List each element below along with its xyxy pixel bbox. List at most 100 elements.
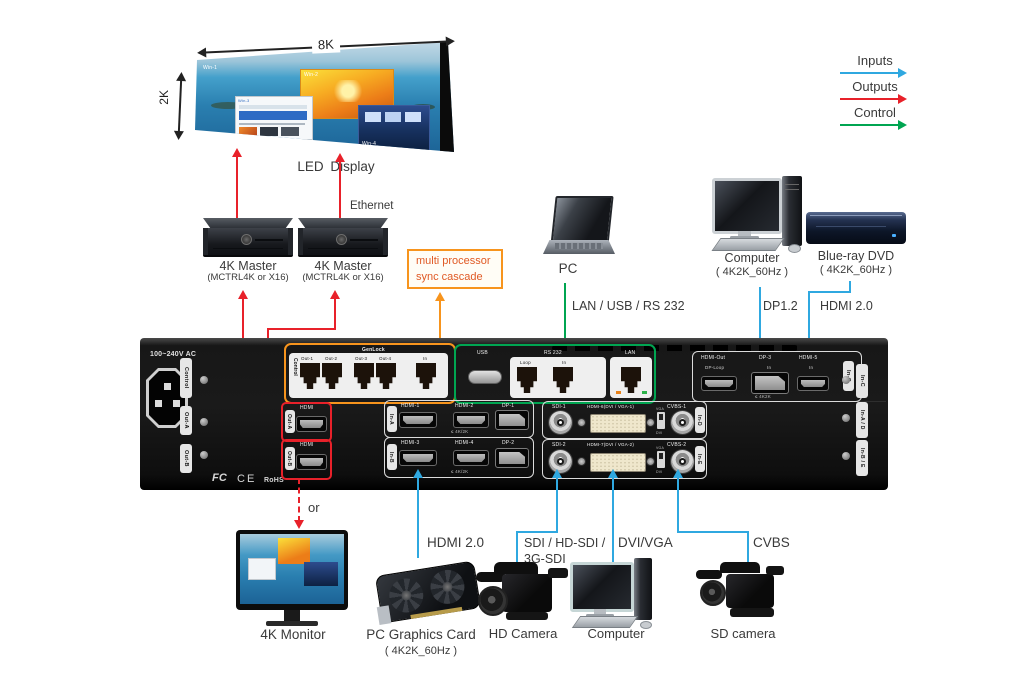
hdmi4-port: [453, 450, 489, 466]
input-line: [556, 478, 558, 533]
camera-shoulder-pad: [730, 608, 774, 617]
lan-led-orange: [616, 391, 621, 394]
in-e-tab: In-E: [695, 446, 705, 472]
cardb-note: ≤ 4K/2K: [451, 469, 469, 474]
win2-label: Win-2: [304, 72, 319, 78]
hdmi3-label: HDMI-3: [401, 440, 420, 446]
ac-power-inlet: [146, 368, 188, 428]
bluray-tray: [816, 226, 886, 227]
bnc-pin: [559, 421, 562, 424]
ethernet-label: Ethernet: [350, 200, 394, 212]
bnc-pin: [681, 421, 684, 424]
camera-lens: [700, 580, 726, 606]
hdmi-pin: [300, 420, 323, 428]
computer-top-label: Computer: [724, 251, 780, 265]
slot: [255, 239, 283, 241]
sdi2-label: SDI-2: [552, 442, 566, 448]
dp3-in-label: In: [767, 365, 772, 370]
slot: [213, 248, 283, 249]
inputs-arrow-head: [898, 68, 907, 78]
bluray-top-edge: [810, 215, 902, 216]
legend-control-label: Control: [854, 105, 896, 120]
cvbs1-label: CVBS-1: [667, 404, 687, 410]
dim-arrow-right: [445, 36, 456, 47]
rs232-label: RS 232: [544, 350, 562, 356]
input-line: [849, 281, 851, 293]
or-label: or: [308, 500, 320, 515]
hdmi-pin: [300, 458, 323, 466]
4k-monitor: [236, 530, 350, 630]
hdmi20-bottom-label: HDMI 2.0: [427, 535, 485, 550]
monitor-stand: [738, 231, 751, 236]
control-vlabel: Control: [292, 358, 298, 376]
hdmi-out-port: [701, 376, 737, 391]
bluray-led: [892, 234, 896, 237]
input-line: [417, 478, 419, 558]
win3-label: Win-3: [238, 98, 250, 103]
computer-bottom-caption: Computer: [587, 626, 645, 641]
input-card-c: HDMI-Out DP-3 HDMI-5 DP-Loop In In ≤ 4K2…: [692, 351, 862, 402]
cvbs-label: CVBS: [753, 535, 790, 550]
sd-camera-caption: SD camera: [710, 626, 776, 641]
hdmi1-label: HDMI-1: [401, 403, 420, 409]
output-line: [236, 157, 238, 219]
control-io-group: USB RS 232 Loop In LAN: [454, 344, 656, 404]
hdmi-pin: [457, 416, 485, 424]
hdmi5-port: [797, 376, 829, 391]
hdmi-label: HDMI: [300, 442, 314, 448]
pin: [155, 400, 162, 407]
hdmi3-port: [399, 450, 437, 466]
input-card-e: SDI-2 HDMI-7(DVI / VGA-2) CVBS-2 VGA DVI…: [542, 439, 707, 479]
in-a-tab: In-A: [387, 406, 397, 432]
computer-bottom: [570, 558, 664, 629]
4k-master-2: [298, 218, 388, 258]
dim-arrow-up: [176, 71, 187, 82]
input-arrow-head: [552, 469, 562, 478]
bnc-pin: [681, 460, 684, 463]
hdmi6-label: HDMI-6(DVI / VGA-1): [587, 404, 635, 409]
sync-line1: multi processor: [416, 255, 491, 267]
usb-port: [468, 370, 502, 384]
win1-label: Win-1: [203, 65, 218, 71]
window-4-concert: Win-4: [359, 106, 429, 150]
vent-slots: [552, 345, 798, 351]
legend-outputs-label: Outputs: [852, 79, 898, 94]
dp3-label: DP-3: [759, 355, 772, 361]
camera-handle: [494, 562, 538, 574]
monitor: [570, 562, 634, 612]
input-line: [759, 287, 761, 349]
out-a-hdmi-port: [296, 416, 327, 432]
cascade-line: [439, 301, 441, 346]
output-line: [267, 328, 336, 330]
bluray-body: [806, 212, 906, 244]
rack-ear: [203, 228, 208, 255]
ce-mark: CE: [237, 473, 257, 485]
screw: [647, 419, 654, 426]
computer-top: [710, 176, 802, 253]
usb-label: USB: [477, 350, 488, 356]
genlock-label: GenLock: [362, 347, 385, 353]
dp1-port: [495, 410, 529, 430]
pc-laptop: [543, 196, 615, 258]
slot: [350, 239, 378, 241]
input-line: [677, 531, 749, 533]
input-line: [677, 478, 679, 533]
rack-ear: [383, 228, 388, 255]
in-d-tab: In-D: [695, 407, 705, 433]
inputs-arrow-line: [840, 72, 900, 74]
mini-concert-window: [304, 562, 338, 586]
hdmi-pin: [457, 454, 485, 462]
bluray-player: [806, 208, 906, 246]
input-line: [747, 531, 749, 565]
sync-line2: sync cascade: [416, 270, 483, 283]
mini-browser-window: [248, 558, 276, 580]
monitor-stand: [594, 609, 606, 614]
rj45-out3-port: [354, 363, 374, 389]
fcc-mark: FC: [212, 472, 228, 484]
dim-8k-label: 8K: [311, 37, 341, 54]
laptop-keyboard: [555, 243, 603, 249]
control-arrow-line: [840, 124, 900, 126]
in-b-tab: In-B: [387, 444, 397, 470]
led-display-caption: LED Display: [297, 159, 375, 174]
